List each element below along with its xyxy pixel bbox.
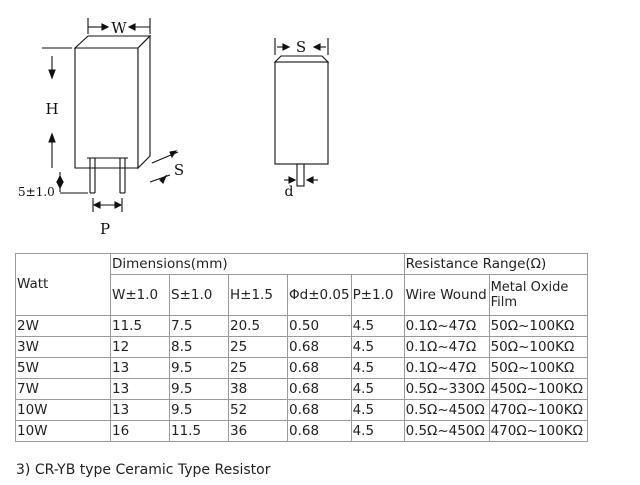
cell-s: 9.5	[169, 378, 229, 400]
table-header-row: Watt Dimensions(mm) Resistance Range(Ω)	[15, 253, 588, 316]
left-resistor-body	[73, 34, 152, 194]
cell-oxide: 470Ω~100KΩ	[488, 420, 588, 442]
label-lead-length: 5±1.0	[18, 185, 55, 199]
right-resistor-body	[273, 55, 330, 187]
h-dimension	[42, 47, 72, 168]
cell-h: 38	[228, 378, 288, 400]
cell-watt: 3W	[15, 336, 111, 358]
cell-w: 13	[110, 378, 170, 400]
header-p: P±1.0	[350, 274, 405, 316]
cell-d: 0.68	[287, 420, 352, 442]
cell-h: 25	[228, 336, 288, 358]
section-caption: 3) CR-YB type Ceramic Type Resistor	[16, 462, 271, 478]
label-d: d	[285, 184, 294, 200]
p-dimension	[92, 198, 123, 212]
resistor-dimension-diagram: W H 5±1.0 P S S d	[18, 18, 330, 238]
cell-w: 16	[110, 420, 170, 442]
table-row: 7W 13 9.5 38 0.68 4.5 0.5Ω~330Ω 450Ω~100…	[15, 378, 588, 400]
cell-watt: 5W	[15, 357, 111, 379]
cell-h: 20.5	[228, 315, 288, 337]
header-wire-wound: Wire Wound	[403, 274, 490, 316]
cell-wire: 0.5Ω~330Ω	[403, 378, 490, 400]
cell-wire: 0.5Ω~450Ω	[403, 399, 490, 421]
cell-w: 12	[110, 336, 170, 358]
cell-watt: 10W	[15, 420, 111, 442]
cell-watt: 2W	[15, 315, 111, 337]
table-row: 10W 13 9.5 52 0.68 4.5 0.5Ω~450Ω 470Ω~10…	[15, 399, 588, 421]
cell-wire: 0.1Ω~47Ω	[403, 336, 490, 358]
table-row: 2W 11.5 7.5 20.5 0.50 4.5 0.1Ω~47Ω 50Ω~1…	[15, 315, 588, 337]
cell-d: 0.68	[287, 336, 352, 358]
cell-watt: 10W	[15, 399, 111, 421]
cell-watt: 7W	[15, 378, 111, 400]
table-row: 10W 16 11.5 36 0.68 4.5 0.5Ω~450Ω 470Ω~1…	[15, 420, 588, 442]
header-watt: Watt	[15, 253, 111, 316]
cell-wire: 0.1Ω~47Ω	[403, 315, 490, 337]
cell-w: 11.5	[110, 315, 170, 337]
header-d: Φd±0.05	[287, 274, 352, 316]
header-metal-oxide: Metal Oxide Film	[488, 274, 588, 316]
label-s-left: S	[174, 161, 184, 179]
cell-oxide: 450Ω~100KΩ	[488, 378, 588, 400]
cell-oxide: 50Ω~100KΩ	[488, 315, 588, 337]
cell-p: 4.5	[350, 357, 405, 379]
header-h: H±1.5	[228, 274, 288, 316]
label-s-right: S	[296, 38, 306, 56]
lead-length-dimension	[56, 172, 88, 194]
header-resistance-range: Resistance Range(Ω)	[403, 253, 588, 275]
cell-p: 4.5	[350, 378, 405, 400]
label-h: H	[45, 100, 58, 118]
cell-d: 0.68	[287, 357, 352, 379]
cell-w: 13	[110, 357, 170, 379]
cell-s: 11.5	[169, 420, 229, 442]
cell-wire: 0.5Ω~450Ω	[403, 420, 490, 442]
w-dimension	[87, 18, 151, 34]
cell-d: 0.50	[287, 315, 352, 337]
table-row: 5W 13 9.5 25 0.68 4.5 0.1Ω~47Ω 50Ω~100KΩ	[15, 357, 588, 379]
cell-s: 9.5	[169, 357, 229, 379]
s-left-dimension	[149, 150, 179, 184]
resistor-spec-table: Watt Dimensions(mm) Resistance Range(Ω) …	[15, 253, 588, 442]
cell-d: 0.68	[287, 399, 352, 421]
cell-oxide: 50Ω~100KΩ	[488, 336, 588, 358]
cell-s: 9.5	[169, 399, 229, 421]
d-dimension	[284, 176, 318, 184]
label-p: P	[100, 220, 110, 238]
cell-oxide: 50Ω~100KΩ	[488, 357, 588, 379]
cell-h: 52	[228, 399, 288, 421]
cell-s: 7.5	[169, 315, 229, 337]
cell-h: 36	[228, 420, 288, 442]
cell-oxide: 470Ω~100KΩ	[488, 399, 588, 421]
cell-p: 4.5	[350, 420, 405, 442]
cell-p: 4.5	[350, 315, 405, 337]
header-dimensions: Dimensions(mm)	[110, 253, 405, 275]
label-w: W	[111, 19, 127, 37]
cell-wire: 0.1Ω~47Ω	[403, 357, 490, 379]
cell-p: 4.5	[350, 336, 405, 358]
cell-d: 0.68	[287, 378, 352, 400]
cell-h: 25	[228, 357, 288, 379]
cell-s: 8.5	[169, 336, 229, 358]
header-w: W±1.0	[110, 274, 170, 316]
cell-w: 13	[110, 399, 170, 421]
header-s: S±1.0	[169, 274, 229, 316]
s-right-dimension	[274, 38, 329, 55]
table-row: 3W 12 8.5 25 0.68 4.5 0.1Ω~47Ω 50Ω~100KΩ	[15, 336, 588, 358]
cell-p: 4.5	[350, 399, 405, 421]
